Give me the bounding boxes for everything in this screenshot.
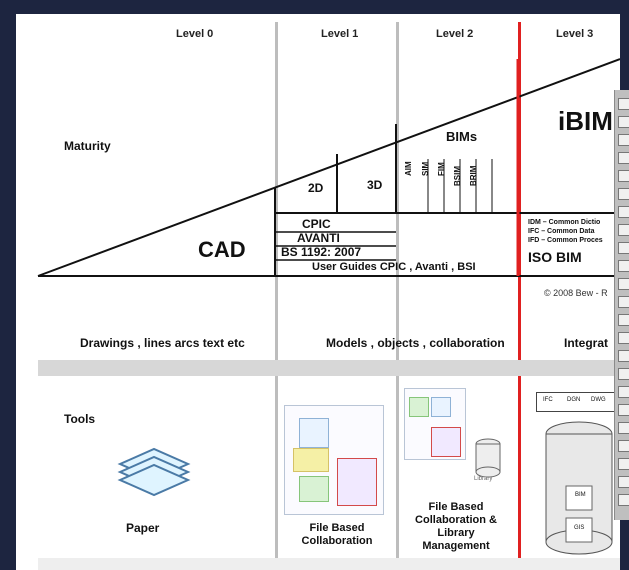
overlay-row — [618, 188, 629, 200]
ibim-label: iBIM — [558, 106, 613, 136]
library-caption: Library — [474, 476, 493, 482]
overlay-row — [618, 260, 629, 272]
sim-vertical: SIM — [421, 161, 430, 176]
overlay-row — [618, 278, 629, 290]
level2-library-management-image — [404, 388, 466, 460]
overlay-row — [618, 350, 629, 362]
ifc-label: IFC – Common Data — [528, 228, 595, 235]
gray-separator-band — [38, 360, 620, 376]
avanti-label: AVANTI — [297, 231, 340, 245]
overlay-row — [618, 170, 629, 182]
right-overlay-panel — [614, 90, 629, 520]
separator-level1-level2 — [396, 22, 399, 562]
bs1192-label: BS 1192: 2007 — [281, 245, 362, 259]
level12-description: Models , objects , collaboration — [326, 336, 505, 350]
aim-vertical: AIM — [404, 161, 413, 176]
overlay-row — [618, 368, 629, 380]
tools-label: Tools — [64, 412, 96, 426]
overlay-row — [618, 404, 629, 416]
separator-level0-level1 — [275, 22, 278, 562]
gis-disc-label: GIS — [574, 525, 585, 531]
overlay-row — [618, 98, 629, 110]
three-d-label: 3D — [367, 178, 383, 192]
overlay-row — [618, 224, 629, 236]
overlay-row — [618, 422, 629, 434]
overlay-row — [618, 206, 629, 218]
overlay-row — [618, 116, 629, 128]
bsim-vertical: BSIM — [453, 166, 462, 186]
overlay-row — [618, 440, 629, 452]
user-guides-label: User Guides CPIC , Avanti , BSI — [312, 261, 476, 273]
overlay-row — [618, 458, 629, 470]
level0-description: Drawings , lines arcs text etc — [80, 336, 245, 350]
ifd-label: IFD – Common Proces — [528, 237, 603, 244]
bims-label: BIMs — [446, 129, 478, 144]
maturity-label: Maturity — [64, 139, 111, 153]
level-1-header: Level 1 — [321, 28, 359, 40]
overlay-row — [618, 494, 629, 506]
separator-level2-level3 — [518, 22, 521, 562]
overlay-row — [618, 134, 629, 146]
level-0-header: Level 0 — [176, 28, 214, 40]
bim-maturity-diagram: Level 0 Level 1 Level 2 Level 3 Maturity… — [16, 14, 620, 570]
dgn-box: DGN — [567, 397, 581, 403]
overlay-row — [618, 332, 629, 344]
level1-collaboration-image — [284, 405, 384, 515]
level1-tools-label: File Based Collaboration — [301, 522, 373, 547]
maturity-triangle — [37, 58, 620, 277]
cad-label: CAD — [198, 237, 246, 262]
overlay-row — [618, 296, 629, 308]
level2-tools-label: File Based Collaboration & Library Manag… — [415, 501, 497, 552]
dwg-box: DWG — [591, 397, 606, 403]
overlay-row — [618, 314, 629, 326]
copyright-label: © 2008 Bew - R — [544, 288, 608, 298]
overlay-row — [618, 386, 629, 398]
cpic-label: CPIC — [302, 217, 331, 231]
brim-vertical: BRIM — [469, 165, 478, 186]
fim-vertical: FIM — [437, 162, 446, 176]
paper-label: Paper — [126, 521, 160, 535]
level-2-header: Level 2 — [436, 28, 474, 40]
level3-database-barrel — [545, 421, 613, 555]
overlay-row — [618, 476, 629, 488]
isobim-label: ISO BIM — [528, 249, 582, 265]
paper-stack-icon — [117, 447, 191, 497]
bottom-strip — [38, 558, 620, 570]
level3-description: Integrat — [564, 336, 609, 350]
idm-label: IDM – Common Dictio — [528, 219, 601, 226]
overlay-row — [618, 152, 629, 164]
level3-format-boxes: IFC DGN DWG — [536, 392, 620, 412]
overlay-row — [618, 242, 629, 254]
level-3-header: Level 3 — [556, 28, 594, 40]
ifc-box: IFC — [543, 397, 553, 403]
library-database-icon — [475, 438, 501, 478]
bim-disc-label: BIM — [575, 492, 586, 498]
two-d-label: 2D — [308, 181, 324, 195]
